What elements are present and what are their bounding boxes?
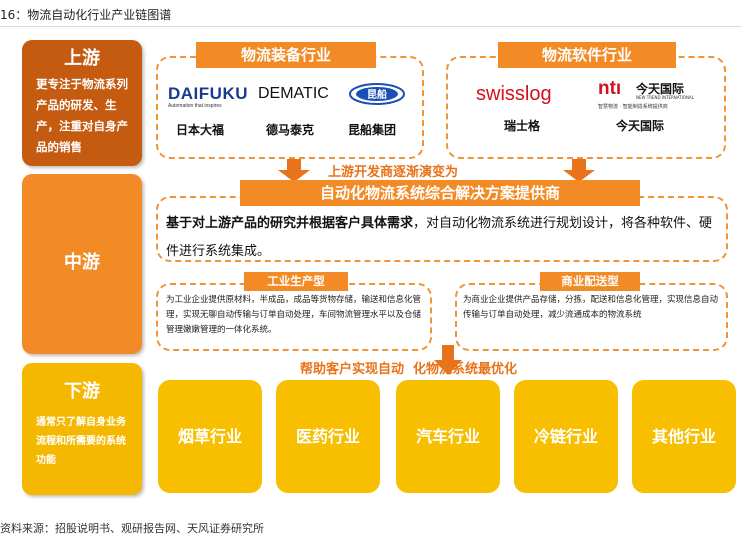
solution-banner: 自动化物流系统综合解决方案提供商 [240, 180, 640, 206]
company-daifuku: 日本大福 [176, 123, 225, 137]
downstream-caption: 帮助客户实现自动 化物流系统最优化 [300, 362, 518, 377]
solution-description-rest: ，对自动化物流系统进行规划设计，将各种软件、硬件进行系统集成。 [166, 216, 713, 259]
arrow-right-shaft [572, 159, 586, 171]
nti-mark: ntı [598, 78, 622, 99]
tier-upstream: 上游 更专注于物流系列产品的研发、生产，注重对自身产品的销售 [22, 40, 142, 166]
industry-other: 其他行业 [632, 380, 736, 493]
daifuku-tagline: Automation that inspires [168, 103, 222, 109]
solution-description: 基于对上游产品的研究并根据客户具体需求，对自动化物流系统进行规划设计，将各种软件… [166, 210, 722, 266]
commercial-description: 为商业企业提供产品存储，分拣，配送和信息化管理，实现信息自动传输与订单自动处理，… [463, 295, 719, 320]
tier-midstream-name: 中游 [64, 252, 100, 273]
company-dematic: 德马泰克 [266, 123, 315, 137]
nti-slogan: 智慧物流 · 智能制造系统提供商 [598, 104, 668, 110]
tier-downstream-desc: 通常只了解自身业务流程和所需要的系统功能 [36, 417, 126, 466]
arrow-right-head [563, 170, 595, 182]
solution-description-bold: 基于对上游产品的研究并根据客户具体需求 [166, 216, 414, 231]
company-nti: 今天国际 [616, 119, 665, 133]
dematic-logo: DEMATIC [258, 85, 329, 102]
tier-upstream-name: 上游 [64, 48, 100, 69]
arrow-down-shaft [442, 345, 454, 361]
company-swisslog: 瑞士格 [504, 119, 541, 133]
industry-tobacco: 烟草行业 [158, 380, 262, 493]
equipment-banner: 物流装备行业 [196, 42, 376, 68]
industry-pharma: 医药行业 [276, 380, 380, 493]
industrial-description: 为工业企业提供原材料，半成品，成品等货物存储，输送和信息化管理，实现无聊自动传输… [166, 295, 422, 335]
figure-title: 16：物流自动化行业产业链图谱 [0, 8, 172, 22]
kunchuan-logo: 昆船 [349, 83, 405, 105]
commercial-banner: 商业配送型 [540, 272, 640, 291]
daifuku-wordmark: DAIFUKU [168, 84, 248, 103]
arrow-left-shaft [287, 159, 301, 171]
tier-midstream: 中游 [22, 174, 142, 354]
industrial-banner: 工业生产型 [244, 272, 348, 291]
tier-upstream-desc: 更专注于物流系列产品的研发、生产，注重对自身产品的销售 [36, 77, 128, 154]
header-divider [0, 26, 741, 27]
daifuku-logo: DAIFUKU Automation that inspires [168, 84, 248, 109]
software-banner: 物流软件行业 [498, 42, 676, 68]
industry-cold-chain: 冷链行业 [514, 380, 618, 493]
arrow-left-head [278, 170, 310, 182]
tier-downstream: 下游 通常只了解自身业务流程和所需要的系统功能 [22, 363, 142, 495]
kunchuan-logo-text: 昆船 [367, 88, 387, 101]
arrow-down-head [434, 360, 462, 375]
nti-logo: ntı 今天国际 NEW TREND INTERNATIONAL 智慧物流 · … [598, 78, 698, 112]
transition-caption: 上游开发商逐渐演变为 [328, 165, 459, 180]
nti-english-name: NEW TREND INTERNATIONAL [636, 95, 694, 100]
source-note: 资料来源：招股说明书、观研报告网、天风证券研究所 [0, 522, 264, 535]
nti-chinese-name: 今天国际 [636, 82, 685, 96]
tier-downstream-name: 下游 [64, 381, 100, 402]
industry-auto: 汽车行业 [396, 380, 500, 493]
swisslog-logo: swisslog [476, 83, 552, 105]
company-kunchuan: 昆船集团 [348, 123, 397, 137]
